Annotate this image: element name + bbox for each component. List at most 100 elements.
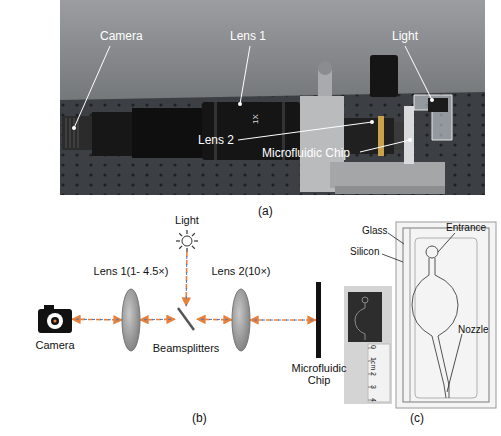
lens-tube (132, 108, 202, 158)
arrow-line (72, 318, 122, 320)
lens-shape (122, 289, 140, 351)
entrance-hole (426, 246, 438, 258)
arrow-line-overlay (250, 320, 316, 321)
node-outline (176, 230, 198, 252)
light-ray (176, 240, 180, 241)
node-label: Beamsplitters (146, 342, 226, 354)
arrow-line-overlay (140, 319, 175, 321)
arrow-line-overlay (72, 319, 122, 321)
node-outline (175, 306, 197, 332)
camera-body (38, 309, 72, 333)
splitter-line (178, 308, 194, 330)
light-ray (192, 246, 195, 249)
chip-drawing (382, 222, 496, 408)
stage-base (335, 186, 445, 194)
objective-tip (394, 122, 404, 150)
part-label: Silicon (350, 247, 379, 257)
light-ray (179, 246, 182, 249)
leader-lines (74, 46, 432, 152)
part-label: Entrance (446, 223, 486, 233)
part-label: Light (392, 30, 418, 42)
lens-shape (232, 289, 250, 351)
node-label: Microfluidic Chip (288, 362, 350, 386)
part-label: (c) (410, 412, 424, 424)
optical-table (60, 92, 485, 195)
arrow-line (185, 252, 187, 306)
beamsplitter-mirror: Beamsplitters (175, 306, 197, 332)
silicon-layer (403, 228, 489, 402)
light-path-arrow (72, 319, 122, 321)
light-path-arrow (250, 320, 316, 321)
scale-number: 4 (370, 398, 377, 402)
channel-wall (435, 258, 458, 398)
camera-icon: Camera (38, 305, 72, 333)
part-label: Nozzle (458, 325, 489, 335)
part-label: Camera (100, 30, 143, 42)
scale-number: 1X (252, 114, 260, 124)
arrow-line-overlay (197, 319, 232, 321)
mount-knob (318, 61, 332, 75)
part-label: (a) (258, 205, 273, 217)
lens-tube (92, 112, 132, 156)
light-ray (186, 230, 187, 234)
arrow-line (140, 318, 175, 320)
lens-ring (214, 102, 217, 160)
scale-number: 1cm (370, 357, 377, 370)
scale-number: 2 (370, 372, 377, 376)
setup-photo (60, 0, 485, 195)
photo-wall (60, 0, 485, 100)
leader-lines (382, 233, 462, 392)
lens-ellipse: Lens 2(10×) (232, 289, 250, 351)
glass-layer (396, 222, 496, 408)
part-label: Lens 1 (230, 30, 266, 42)
xyz-stage (330, 162, 445, 188)
led-head (428, 98, 448, 112)
camera-lens-dot (53, 319, 56, 322)
arrow-line (197, 318, 232, 320)
photo-background (344, 286, 392, 404)
node-label: Lens 2(10×) (209, 265, 273, 277)
node-outline (38, 305, 72, 333)
node-label: Lens 1(1- 4.5×) (91, 265, 171, 277)
chip-outline (415, 238, 477, 398)
light-ray (192, 233, 195, 236)
ruler (368, 344, 390, 402)
part-label: Glass (362, 226, 388, 236)
chip-inlet (362, 297, 368, 303)
chip-plate: Microfluidic Chip (316, 282, 321, 358)
node-label: Light (162, 214, 212, 226)
chip-channel (355, 303, 365, 340)
light-ray (194, 240, 198, 241)
light-path-arrow (186, 252, 188, 306)
node-outline (122, 289, 140, 351)
part-label: (b) (192, 412, 207, 424)
chip-sample (348, 292, 382, 342)
chip-photo (344, 286, 392, 404)
scale-number: 3 (370, 385, 377, 389)
acrylic-bracket (414, 95, 452, 140)
light-ray (179, 233, 182, 236)
scale-number: 0 (370, 345, 377, 349)
lens-ellipse: Lens 1(1- 4.5×) (122, 289, 140, 351)
chip-holder (404, 106, 414, 164)
light-ray (186, 248, 187, 252)
objective-ring (378, 116, 384, 156)
camera-lens (47, 313, 63, 329)
arrow-line-overlay (186, 252, 188, 306)
light-path-arrow (197, 319, 232, 321)
light-icon: Light (176, 230, 198, 252)
chip-bar (316, 282, 321, 358)
camera-lens-core (51, 317, 59, 325)
part-label: Microfluidic Chip (262, 147, 350, 159)
arrow-line (250, 319, 316, 321)
node-outline (316, 282, 321, 358)
leader-dots (72, 98, 434, 142)
node-label: Camera (25, 339, 85, 351)
channel-wall (412, 258, 446, 398)
bulb-circle (182, 236, 192, 246)
layer-edge (410, 228, 411, 402)
objective-lens (344, 118, 394, 154)
